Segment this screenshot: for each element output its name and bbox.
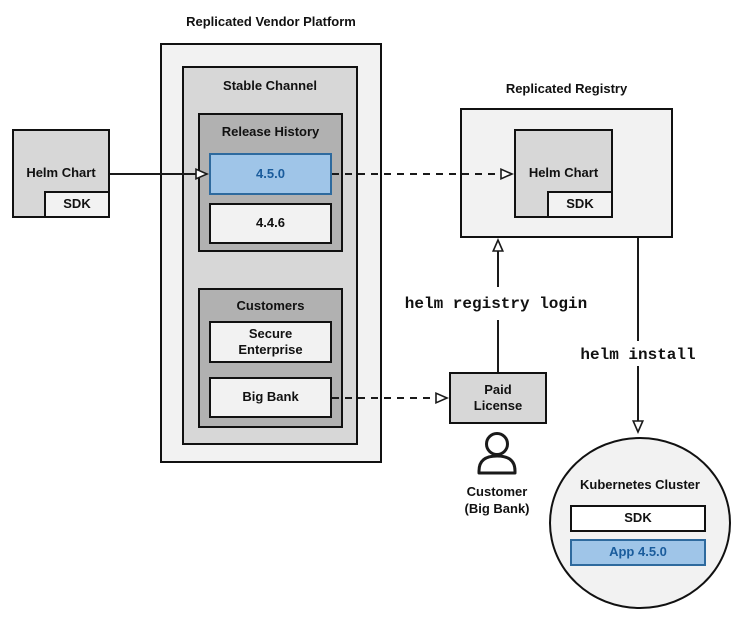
cluster-sdk-box: SDK — [570, 505, 706, 532]
source-helm-chart-label: Helm Chart — [26, 165, 96, 181]
release-version-label: 4.4.6 — [256, 215, 285, 231]
customer-name-label: Secure Enterprise — [238, 325, 303, 357]
release-item-4-5-0: 4.5.0 — [209, 153, 332, 195]
kubernetes-cluster-title: Kubernetes Cluster — [580, 477, 700, 492]
helm-install-command: helm install — [580, 346, 696, 364]
customers-title: Customers — [236, 298, 305, 313]
source-sdk-box: SDK — [44, 191, 110, 218]
release-history-title: Release History — [221, 124, 320, 139]
stable-channel-title: Stable Channel — [223, 78, 317, 93]
arrowhead-license-to-registry — [491, 237, 505, 252]
customer-item-secure-enterprise: Secure Enterprise — [209, 321, 332, 363]
registry-title: Replicated Registry — [505, 81, 628, 96]
source-sdk-label: SDK — [63, 196, 91, 212]
cluster-app-label: App 4.5.0 — [609, 544, 667, 560]
customer-item-big-bank: Big Bank — [209, 377, 332, 418]
customer-actor-detail: (Big Bank) — [464, 501, 530, 516]
person-icon — [477, 432, 517, 475]
customer-name-label: Big Bank — [242, 389, 299, 405]
release-item-4-4-6: 4.4.6 — [209, 203, 332, 244]
customer-actor-name: Customer — [466, 484, 528, 499]
paid-license-label: Paid License — [473, 381, 523, 413]
arrowhead-bigbank-to-license — [435, 391, 450, 405]
cluster-app-box: App 4.5.0 — [570, 539, 706, 566]
platform-title: Replicated Vendor Platform — [186, 14, 356, 29]
registry-sdk-label: SDK — [566, 196, 594, 212]
paid-license-box: Paid License — [449, 372, 547, 424]
kubernetes-cluster-circle: Kubernetes Cluster SDK App 4.5.0 — [549, 437, 731, 609]
cluster-sdk-label: SDK — [624, 510, 652, 526]
registry-sdk-box: SDK — [547, 191, 613, 218]
release-version-label: 4.5.0 — [256, 165, 285, 181]
helm-registry-login-command: helm registry login — [404, 295, 588, 313]
registry-helm-chart-label: Helm Chart — [528, 165, 599, 181]
arrowhead-registry-to-cluster — [631, 420, 645, 435]
